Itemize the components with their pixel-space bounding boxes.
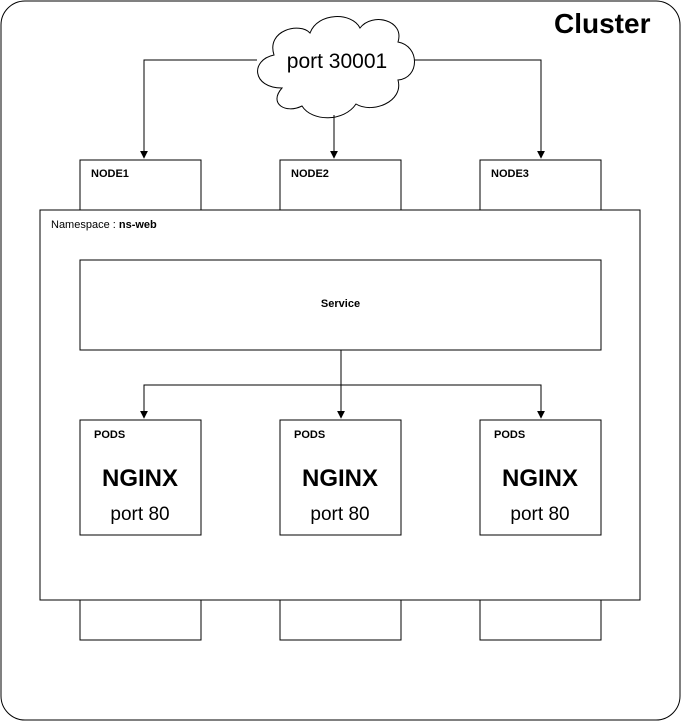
pod2-app: NGINX <box>301 465 378 492</box>
pod1-port: port 80 <box>110 504 170 525</box>
pod1-box <box>79 419 202 536</box>
pod3-box <box>479 419 602 536</box>
pod3-port: port 80 <box>510 504 570 525</box>
node1-box <box>79 159 202 212</box>
arrow-cloud-node1 <box>140 59 257 159</box>
arrow-service-pod3 <box>341 384 545 419</box>
arrow-cloud-node3 <box>414 59 545 159</box>
node2-label: NODE2 <box>291 168 329 180</box>
namespace-name: ns-web <box>118 219 157 231</box>
node3-box <box>479 159 602 212</box>
node2-box <box>279 159 402 212</box>
cloud-shape <box>257 16 415 119</box>
node3-bottom <box>479 598 602 641</box>
entry-port-label: port 30001 <box>286 50 388 73</box>
pod1-app: NGINX <box>101 465 178 492</box>
node3-label: NODE3 <box>491 168 529 180</box>
namespace-prefix: Namespace : <box>51 219 119 231</box>
pod2-box <box>279 419 402 536</box>
pod1-header: PODS <box>94 429 126 441</box>
service-label: Service <box>320 298 361 310</box>
pod3-header: PODS <box>494 429 526 441</box>
arrow-service-pod1 <box>140 384 341 419</box>
node2-bottom <box>279 598 402 641</box>
pod2-port: port 80 <box>310 504 370 525</box>
pod2-header: PODS <box>294 429 326 441</box>
pod3-app: NGINX <box>501 465 578 492</box>
node1-label: NODE1 <box>91 168 129 180</box>
cluster-title: Cluster <box>554 8 651 39</box>
namespace-label: Namespace : ns-web <box>51 219 157 231</box>
node1-bottom <box>79 598 202 641</box>
